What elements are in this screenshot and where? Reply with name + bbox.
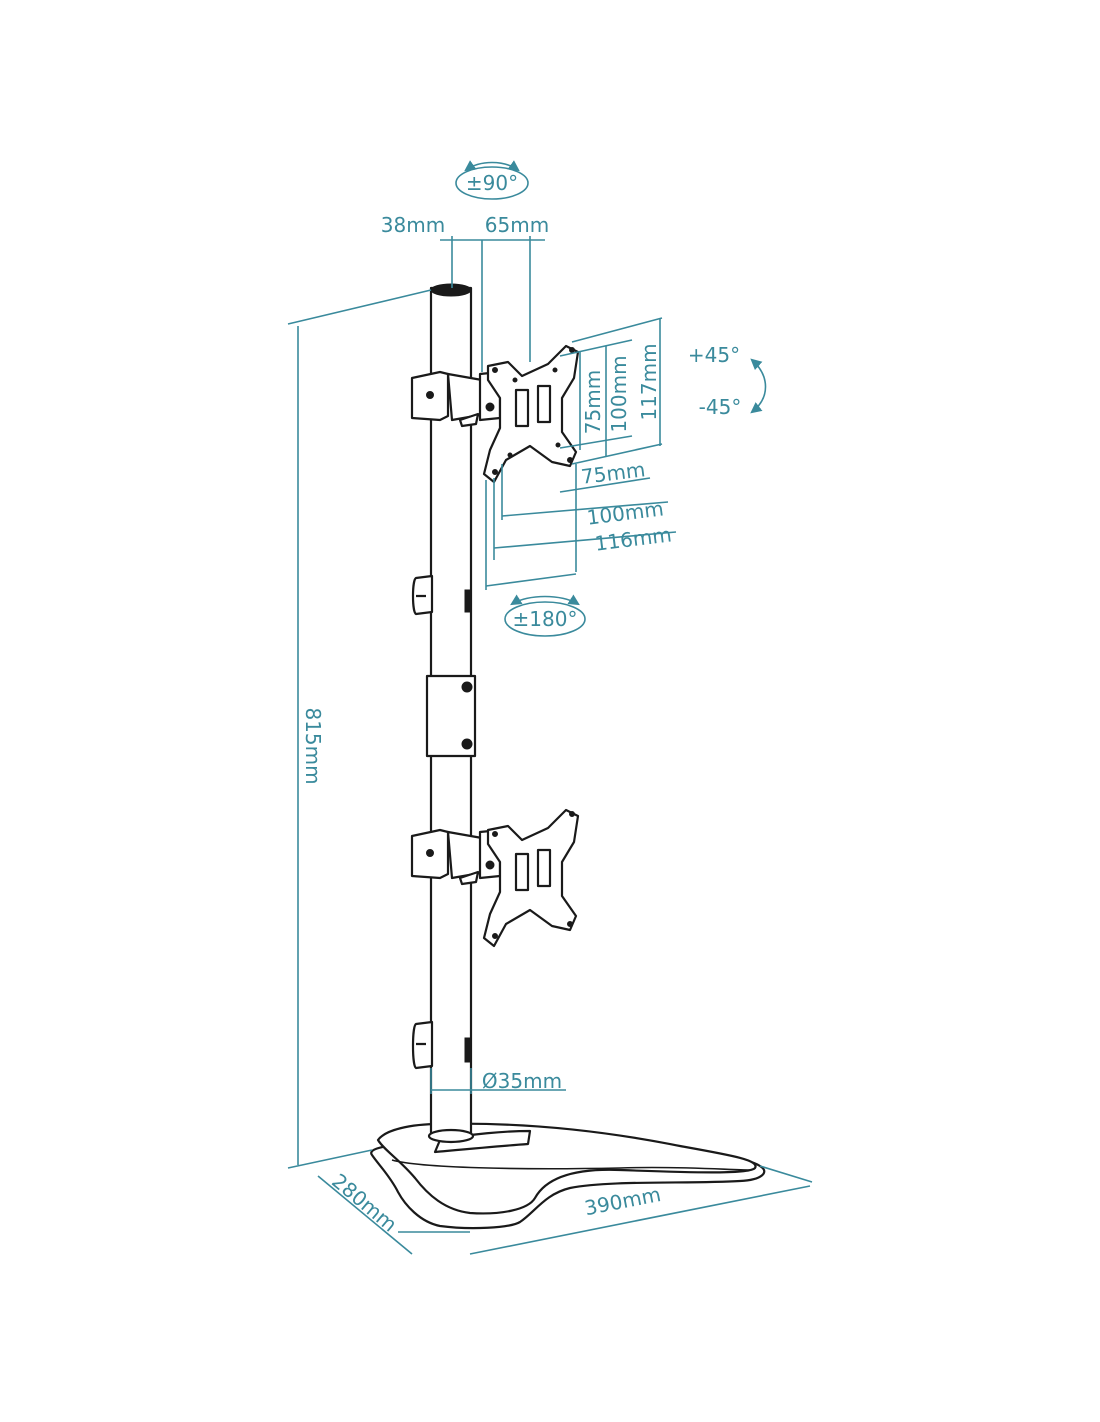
vesa-v-label-117: 117mm: [637, 343, 661, 420]
vesa-h-line-116: [493, 531, 677, 549]
upper-mount: [410, 370, 502, 428]
vesa-h-line-75: [559, 477, 651, 493]
pivot-arrows: [510, 594, 580, 606]
coupler-screw-2: [461, 738, 473, 750]
base-edge-line: [391, 1159, 751, 1171]
lower-mount: [410, 828, 502, 886]
swivel-label: ±90°: [466, 171, 518, 195]
coupler-screw-1: [461, 681, 473, 693]
vesa-h-label-75: 75mm: [580, 457, 647, 489]
width-dim-line: [469, 1185, 811, 1255]
cable-clip-1: [411, 574, 434, 616]
vesa-h-line-100: [501, 501, 669, 517]
tilt-down-label: -45°: [699, 395, 742, 419]
height-ext-top: [287, 289, 432, 325]
pole-foot: [427, 1128, 475, 1144]
vesa-v-ext-top: [571, 317, 663, 343]
vesa-v-ext-2: [559, 435, 633, 449]
plate-offset-label: 65mm: [485, 213, 549, 237]
cable-clip-2: [411, 1020, 434, 1070]
clip-tab-1: [464, 589, 471, 613]
diameter-label: Ø35mm: [482, 1069, 562, 1093]
vesa-h-line-base: [485, 573, 577, 587]
width-label: 390mm: [583, 1182, 663, 1220]
pole-cap: [430, 283, 472, 297]
width-ext: [759, 1165, 813, 1183]
vesa-v-label-75: 75mm: [581, 370, 605, 434]
tilt-up-label: +45°: [688, 343, 740, 367]
lower-vesa-plate: [482, 808, 580, 948]
upper-vesa-plate: [482, 344, 580, 484]
depth-dim-line: [317, 1175, 413, 1255]
arm-offset-label: 38mm: [381, 213, 445, 237]
clip-tab-2: [464, 1037, 471, 1063]
vesa-v-label-100: 100mm: [607, 355, 631, 432]
swivel-arrows: [464, 160, 520, 172]
tilt-arc: [750, 358, 767, 414]
pivot-label: ±180°: [513, 607, 578, 631]
height-label: 815mm: [301, 707, 325, 784]
vesa-v-ext-1: [559, 339, 633, 357]
height-ext-bottom: [287, 1149, 373, 1169]
vesa-v-ext-bottom: [571, 443, 663, 465]
